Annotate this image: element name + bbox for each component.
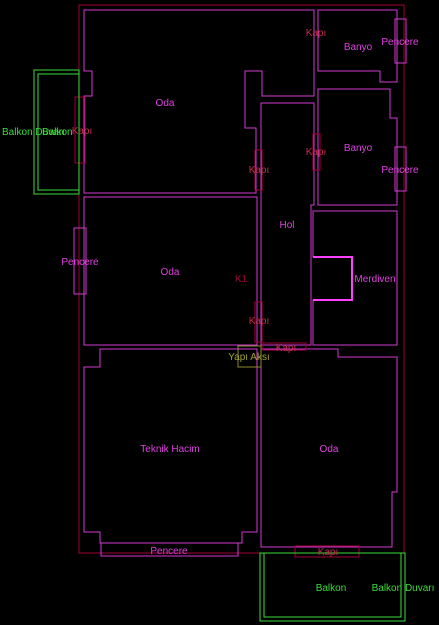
window-left	[73, 227, 87, 295]
balcony-bottom-inner	[263, 552, 402, 618]
label-pencere-mid-right: Pencere	[381, 165, 419, 176]
label-pencere-top-right: Pencere	[381, 37, 419, 48]
building-outline	[78, 4, 405, 554]
label-hol: Hol	[279, 220, 294, 231]
label-pencere-left: Pencere	[61, 257, 99, 268]
door-hall-left	[254, 149, 263, 191]
room-teknik-hacim	[83, 348, 258, 544]
label-kapi-axis: Kapı	[276, 343, 297, 354]
label-balkon-duvari-left: Balkon Duvarı	[2, 127, 65, 138]
window-top-right	[394, 18, 407, 64]
label-yapi-aksi: Yapı Aksı	[228, 352, 270, 363]
label-teknik-hacim: Teknik Hacim	[140, 444, 199, 455]
label-kapi-bottom: Kapı	[318, 547, 339, 558]
label-banyo-mid: Banyo	[344, 143, 373, 154]
room-banyo-mid	[317, 88, 398, 206]
label-oda-top: Oda	[156, 98, 175, 109]
label-banyo-top: Banyo	[344, 42, 373, 53]
room-oda-mid	[83, 196, 258, 346]
label-kapi-oda-mid: Kapı	[249, 316, 270, 327]
label-kapi-left-balcony: Kapı	[72, 126, 93, 137]
room-hol	[260, 102, 315, 346]
door-axis	[262, 342, 307, 351]
room-oda-bottom	[260, 348, 398, 548]
label-merdiven: Merdiven	[354, 274, 395, 285]
label-balkon-bottom: Balkon	[316, 583, 347, 594]
room-banyo-top	[317, 9, 398, 83]
door-oda-mid	[254, 301, 263, 343]
label-pencere-bottom: Pencere	[150, 546, 188, 557]
label-kapi-top: Kapı	[306, 28, 327, 39]
label-kapi-banyo-mid: Kapı	[306, 147, 327, 158]
label-kapi-hall-left: Kapı	[249, 165, 270, 176]
room-oda-top	[83, 9, 315, 194]
balcony-left-inner	[37, 73, 80, 191]
door-bottom	[294, 545, 360, 558]
window-mid-right	[394, 146, 407, 192]
door-left-balcony	[74, 96, 86, 164]
merdiven-wall-accent	[313, 256, 353, 301]
label-balkon-duvari-bottom: Balkon Duvarı	[372, 583, 435, 594]
label-k1: K1	[235, 274, 248, 285]
door-banyo-mid	[312, 133, 321, 171]
label-oda-mid: Oda	[161, 267, 180, 278]
window-bottom	[100, 542, 239, 557]
yapi-aksi-box	[237, 345, 262, 368]
label-balkon-left: Balkon	[42, 127, 73, 138]
label-oda-bottom: Oda	[320, 444, 339, 455]
